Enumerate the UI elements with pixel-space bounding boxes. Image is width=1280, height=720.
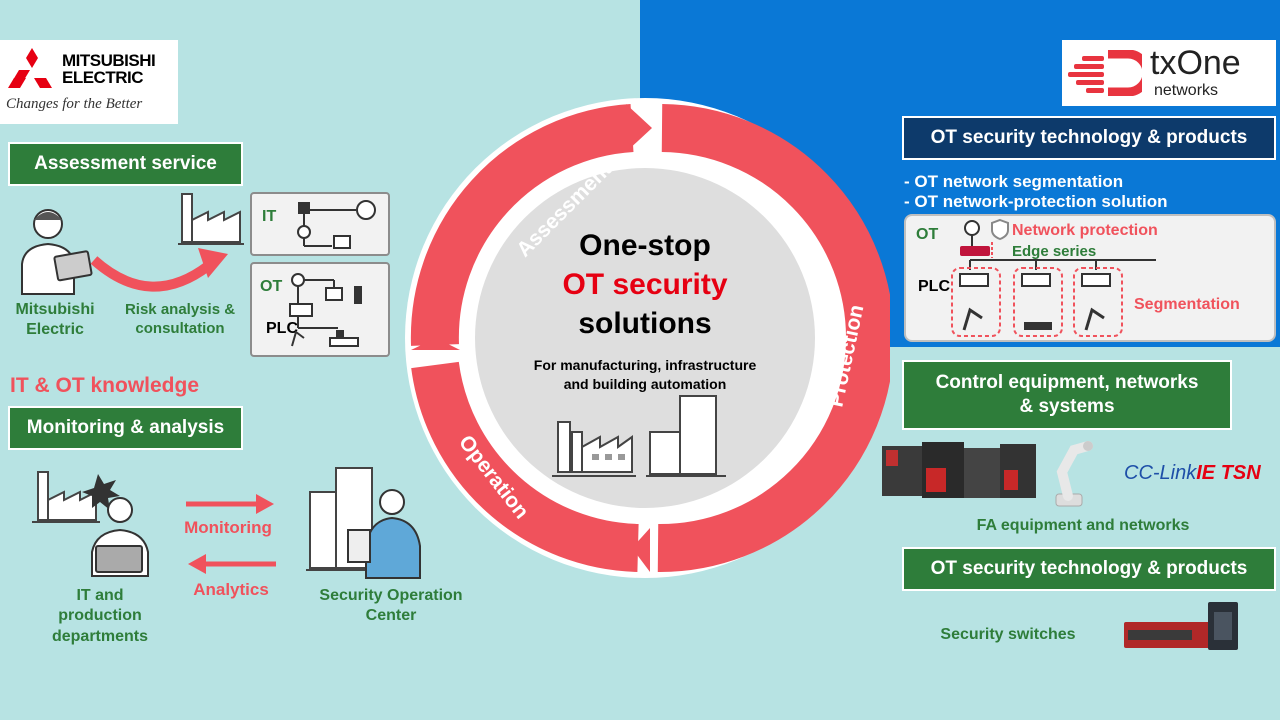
monitoring-analysis-box: Monitoring & analysis — [8, 406, 243, 450]
plc-label-right: PLC — [918, 278, 950, 295]
person-label-1: Mitsubishi — [15, 301, 95, 318]
txone-logo: txOne networks — [1062, 40, 1276, 106]
center-sub-1: For manufacturing, infrastructure — [533, 357, 757, 373]
robot-arm-icon — [1055, 441, 1093, 507]
person-label-2: Electric — [26, 321, 84, 339]
monitoring-analysis-title: Monitoring & analysis — [26, 417, 225, 439]
security-switch-icon — [1124, 602, 1238, 650]
cclink-b: IE TSN — [1196, 462, 1261, 484]
ring-segment-assessment — [410, 104, 634, 346]
ot-security-tech-box-2: OT security technology & products — [902, 547, 1276, 591]
factory-buildings-icon — [552, 395, 726, 477]
plc-segments-icon — [951, 259, 1156, 337]
control-equipment-box: Control equipment, networks & systems — [902, 360, 1232, 430]
ot-label-left: OT — [260, 278, 283, 295]
segmentation-label: Segmentation — [1134, 296, 1240, 313]
txone-mark-icon — [1068, 50, 1142, 96]
control-equipment-line2: & systems — [1019, 396, 1115, 417]
mitsubishi-diamonds-icon — [8, 48, 52, 88]
ring-arrow-3 — [411, 338, 460, 350]
mitsubishi-name-2: ELECTRIC — [62, 68, 144, 87]
fa-controllers-icon — [882, 442, 1036, 498]
bullet-protection: - OT network-protection solution — [904, 192, 1168, 211]
ring-segment-protection — [657, 104, 890, 573]
cclink-a: CC-Link — [1124, 462, 1197, 484]
center-title-2: OT security — [562, 268, 728, 301]
ot-topology-icon — [289, 273, 362, 347]
soc-label-2: Center — [365, 607, 417, 625]
analytics-arrow — [188, 554, 276, 574]
dept-label-3: departments — [51, 627, 149, 645]
soc-label-1: Security Operation — [319, 587, 463, 604]
dept-label-2: production — [58, 607, 142, 625]
consultant-person-icon — [21, 209, 93, 295]
mitsubishi-logo: MITSUBISHI ELECTRIC Changes for the Bett… — [0, 40, 178, 124]
it-network-card: IT — [250, 192, 390, 256]
assessment-service-box: Assessment service — [8, 142, 243, 186]
ring-arrow-1 — [626, 104, 652, 152]
analytics-label: Analytics — [193, 580, 269, 599]
segmentation-diagram: OT PLC Network protection Edge series Se… — [904, 214, 1276, 342]
it-label: IT — [262, 208, 277, 225]
it-topology-icon — [297, 200, 376, 249]
edge-device-icon — [960, 218, 1009, 258]
plc-label-left: PLC — [266, 320, 298, 337]
risk-label-1: Risk analysis & — [124, 301, 236, 318]
mitsubishi-name-1: MITSUBISHI — [62, 51, 156, 70]
fa-equipment-label: FA equipment and networks — [976, 517, 1190, 534]
dept-label-1: IT and — [76, 587, 124, 604]
ot-security-tech-box: OT security technology & products — [902, 116, 1276, 160]
bullet-segmentation: - OT network segmentation — [904, 172, 1124, 191]
edge-series-label: Edge series — [1012, 243, 1097, 260]
txone-name: txOne — [1150, 44, 1241, 82]
solution-ring: Assessment Protection Operation — [405, 98, 890, 578]
ot-security-tech-title-2: OT security technology & products — [930, 558, 1248, 580]
monitoring-label: Monitoring — [184, 518, 272, 537]
ot-label-right: OT — [916, 226, 939, 243]
ot-network-card: OT PLC — [250, 262, 390, 357]
risk-label-2: consultation — [135, 320, 225, 338]
factory-icon — [178, 193, 244, 245]
ring-segment-operation — [411, 361, 640, 572]
it-ot-knowledge: IT & OT knowledge — [10, 374, 200, 397]
consult-arrow — [90, 248, 228, 292]
center-title-1: One-stop — [579, 229, 711, 262]
monitoring-arrow — [186, 494, 274, 514]
network-protection-label: Network protection — [1012, 222, 1158, 239]
assessment-service-title: Assessment service — [34, 153, 217, 175]
control-equipment-line1: Control equipment, networks — [935, 372, 1199, 394]
center-sub-2: and building automation — [563, 376, 727, 392]
mitsubishi-tagline: Changes for the Better — [6, 96, 143, 112]
departments-icon — [32, 471, 149, 577]
soc-icon — [306, 467, 421, 579]
ring-arrow-2 — [632, 528, 650, 572]
security-switches-label: Security switches — [940, 626, 1076, 643]
txone-sub: networks — [1154, 82, 1219, 99]
ot-security-tech-title: OT security technology & products — [930, 127, 1248, 148]
center-title-3: solutions — [578, 307, 712, 340]
